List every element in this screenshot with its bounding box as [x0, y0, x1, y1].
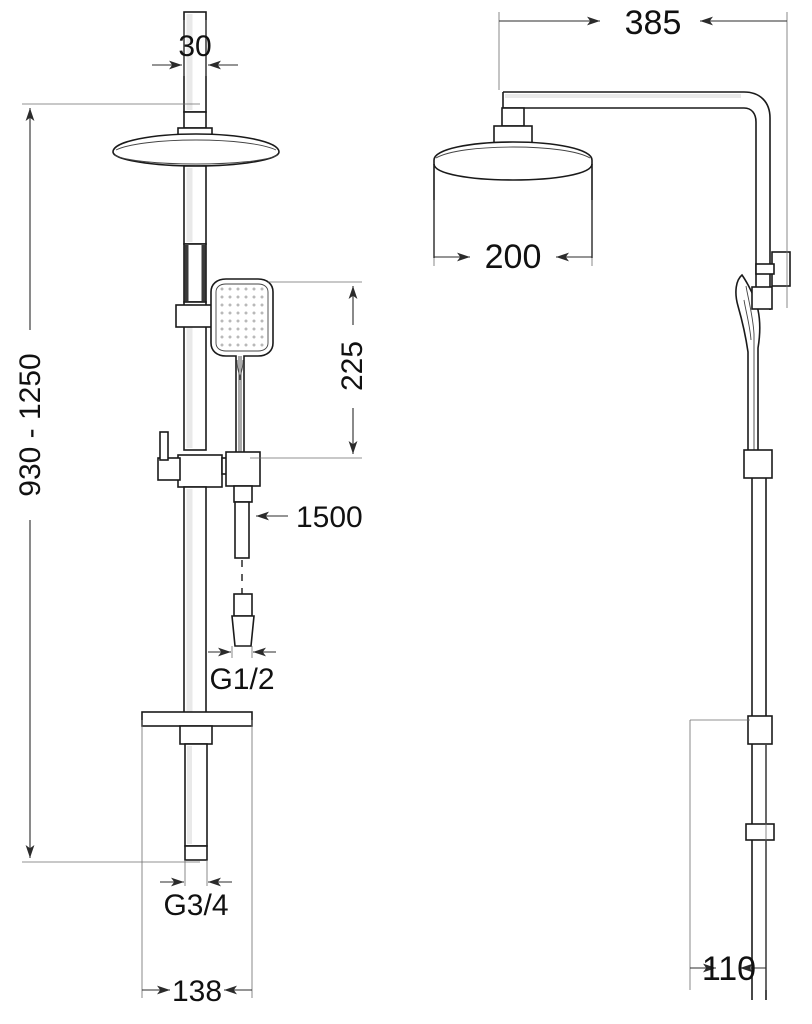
dim-138-group: 138 — [141, 720, 253, 1008]
dim-138-label: 138 — [172, 975, 222, 1008]
dim-1500-label: 1500 — [296, 501, 363, 534]
dim-385-group: 385 — [498, 4, 788, 308]
dim-225-label: 225 — [336, 341, 369, 391]
side-lower-collar — [745, 823, 775, 841]
dim-110-group: 110 — [689, 719, 767, 990]
dim-g12-label: G1/2 — [209, 663, 274, 696]
side-handle-ferrule — [743, 449, 773, 479]
dim-385-label: 385 — [625, 4, 682, 42]
side-wall-plate — [747, 715, 773, 745]
front-view-dimensions: 30 930 - 1250 225 1500 — [14, 20, 369, 1008]
front-upper-slider-bracket — [175, 304, 213, 328]
side-wall-bracket-upper — [755, 251, 791, 287]
spray-face-dots — [220, 287, 264, 347]
dim-1500-group: 1500 — [256, 501, 363, 534]
dim-200-group: 200 — [433, 200, 593, 276]
side-view-group — [433, 91, 791, 1000]
dim-g12-group: G1/2 — [208, 646, 276, 696]
dim-g34-group: G3/4 — [160, 860, 232, 922]
front-inlet-shank — [179, 725, 213, 861]
front-hose-assembly — [231, 485, 255, 647]
front-view-group — [112, 11, 280, 861]
dim-200-label: 200 — [485, 238, 542, 276]
front-riser-column — [183, 165, 207, 451]
dim-225-group: 225 — [250, 281, 369, 459]
side-head-stem — [493, 107, 533, 145]
dim-height-label: 930 - 1250 — [14, 353, 47, 496]
side-slider-holder — [751, 286, 773, 310]
dim-110-label: 110 — [702, 950, 756, 988]
front-mixer-valve-body — [157, 431, 261, 488]
dim-30-group: 30 — [152, 20, 238, 76]
front-wall-plate — [141, 711, 253, 727]
dim-30-label: 30 — [178, 30, 211, 63]
front-lower-column — [183, 486, 207, 716]
front-rain-shower-head — [112, 133, 280, 167]
dim-g34-label: G3/4 — [163, 889, 228, 922]
dim-height-group: 930 - 1250 — [14, 103, 200, 863]
side-shower-arm — [502, 91, 771, 310]
side-view-dimensions: 385 200 110 — [433, 4, 788, 990]
front-hand-shower — [210, 278, 274, 461]
